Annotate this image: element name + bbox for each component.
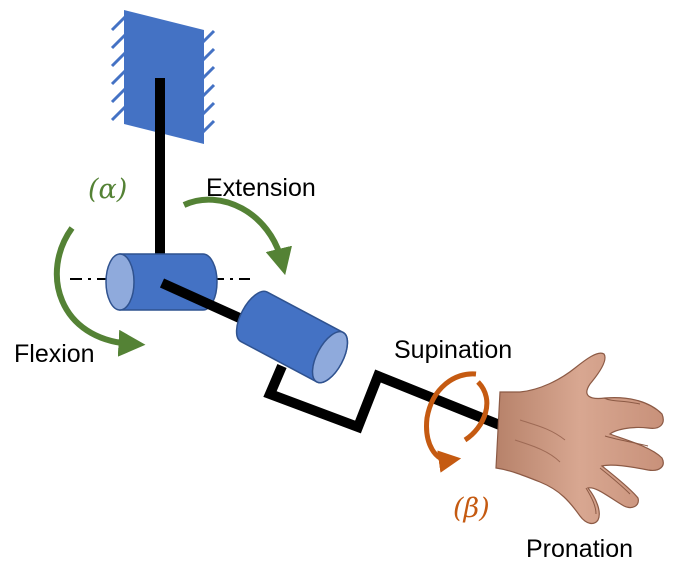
supination-rotation-arrow (463, 380, 490, 443)
open-hand-icon (495, 352, 664, 525)
beta-label: (β) (453, 493, 490, 524)
fixed-ground-base (110, 10, 216, 144)
flexion-arrow (53, 226, 146, 357)
pronation-rotation-arrow (424, 371, 477, 473)
pronation-label: Pronation (526, 535, 633, 563)
alpha-label: (α) (88, 174, 127, 205)
supination-label: Supination (394, 336, 512, 364)
ground-hatching-left (110, 14, 128, 122)
elbow-joint-cylinder (235, 290, 349, 384)
flexion-label: Flexion (14, 340, 95, 368)
extension-label: Extension (206, 174, 316, 202)
extension-arrow (182, 196, 292, 276)
ground-block (124, 10, 204, 144)
wrist-zigzag-link (263, 364, 514, 435)
